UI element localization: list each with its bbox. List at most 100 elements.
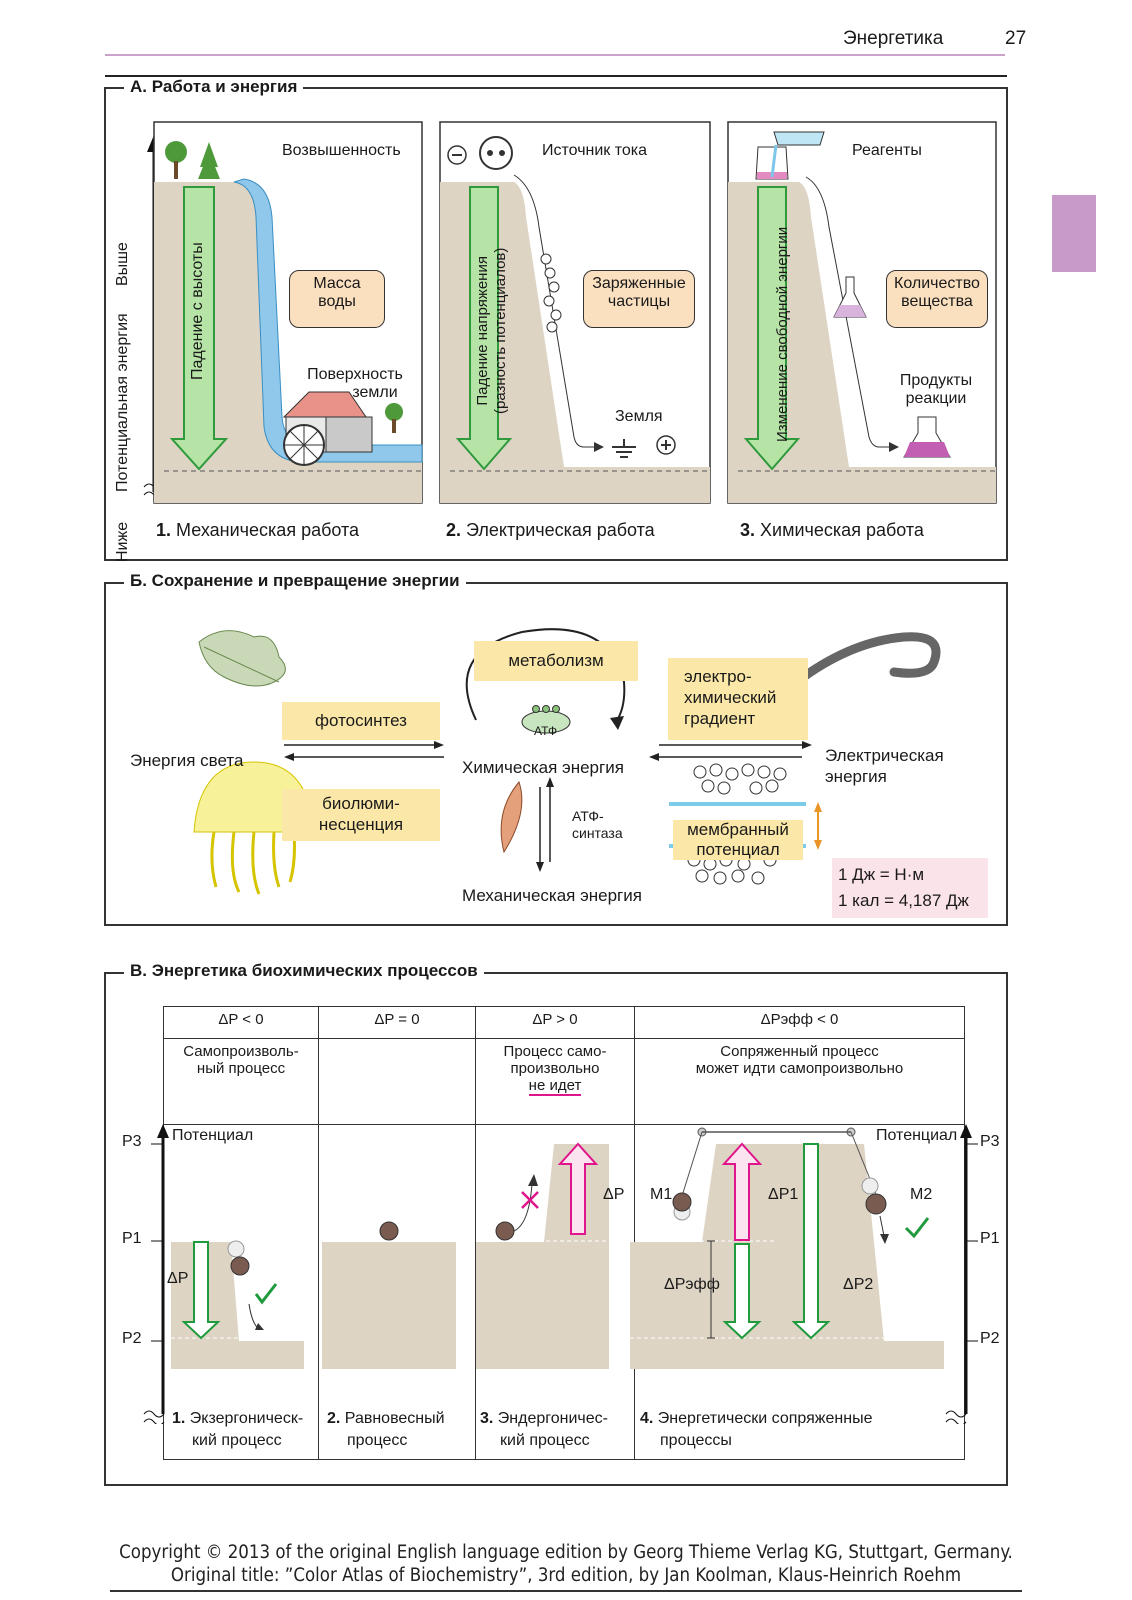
dp-label-3: ΔP (603, 1186, 625, 1203)
surface-line2: земли (352, 384, 398, 401)
waterfall (233, 178, 423, 463)
caption-mechanical-text: Механическая работа (176, 520, 360, 540)
electrical-line1: Электрическая (825, 746, 944, 765)
chapter-tab (1052, 195, 1096, 272)
ball-icon (230, 1256, 250, 1276)
section-a-title: А. Работа и энергия (124, 77, 304, 97)
pouring-beaker-icon (773, 131, 825, 146)
cap2-line2: процесс (347, 1432, 408, 1449)
endergonic-terrain (476, 1144, 609, 1369)
section-a-illustration (143, 121, 997, 504)
mass-m1-icon (672, 1192, 692, 1212)
p1-top-label: Возвышенность (282, 142, 401, 159)
copyright-line2: Original title: ”Color Atlas of Biochemi… (170, 1565, 962, 1586)
mass-m2-icon (865, 1193, 887, 1215)
units-line1: 1 Дж = Н·м (838, 865, 925, 884)
axis-label-lower: Ниже (114, 521, 131, 562)
ground-label: Земля (615, 408, 663, 425)
p2-label-right: P2 (980, 1330, 1000, 1347)
biolum-line1: биолюми- (322, 794, 400, 813)
chemical-energy-label: Химическая энергия (462, 758, 624, 777)
footer-rule (110, 1590, 1022, 1592)
cap4-line1: Энергетически сопряженные (657, 1410, 873, 1427)
electrochem-line3: градиент (684, 709, 756, 728)
desc3-line2: произвольно (510, 1060, 600, 1077)
dp-label: ΔP (167, 1270, 189, 1287)
products-line1: Продукты (899, 372, 973, 389)
section-rule (105, 75, 1007, 77)
light-energy-label: Энергия света (130, 751, 244, 770)
cap3-line2: кий процесс (500, 1432, 590, 1449)
caption-electrical: 2. Электрическая работа (446, 520, 655, 541)
caption-electrical-num: 2. (446, 520, 462, 540)
energy-slope (728, 182, 996, 503)
desc1-line2: ный процесс (196, 1060, 286, 1077)
atp-synthase-line2: синтаза (572, 825, 623, 841)
desc-empty (318, 1038, 476, 1125)
dp-down-arrow (181, 1241, 221, 1340)
m2-label: M2 (910, 1186, 933, 1203)
cap2-line1: Равновесный (344, 1410, 445, 1427)
charged-particles-box: Заряженные частицы (583, 270, 695, 328)
dpeff-down-arrow (722, 1243, 762, 1340)
p3-arrow-label: Изменение свободной энергии (774, 226, 791, 442)
section-c-title: В. Энергетика биохимических процессов (124, 961, 484, 981)
cap1-line2: кий процесс (192, 1432, 282, 1449)
products-label: Продукты реакции (886, 372, 986, 408)
oak-leaf-icon (198, 630, 286, 687)
p2-arrow-line2: (разность потенциалов) (492, 247, 509, 414)
header-rule (105, 54, 1005, 56)
p1-label-left: P1 (122, 1230, 142, 1247)
mill-house (325, 416, 373, 453)
voltage-arrow (455, 186, 513, 471)
surface-line1: Поверхность (307, 366, 403, 383)
cap1-line1: Экзергоническ- (189, 1410, 304, 1427)
quantity-line1: Количество (894, 275, 980, 292)
eel-icon (779, 632, 941, 697)
units-box: 1 Дж = Н·м 1 кал = 4,187 Дж (832, 858, 988, 918)
photosynthesis-box: фотосинтез (282, 702, 440, 740)
membrane-line2: потенциал (696, 840, 780, 859)
coupled-terrain (630, 1144, 944, 1369)
dp1-up-arrow (721, 1142, 763, 1241)
charge-particles (540, 253, 562, 333)
caption-coupled: 4. Энергетически сопряженные процессы (640, 1408, 872, 1452)
section-a-box (104, 87, 1008, 561)
running-header: Энергетика (843, 28, 944, 49)
dp1-label: ΔP1 (768, 1186, 799, 1203)
cross-icon (521, 1191, 539, 1209)
section-b-title: Б. Сохранение и превращение энергии (124, 571, 466, 591)
free-energy-arrow (743, 186, 801, 471)
cap3-line1: Эндергоничес- (497, 1410, 608, 1427)
desc4-line2: может идти самопроизвольно (695, 1060, 904, 1077)
checkmark-icon-2 (904, 1217, 930, 1239)
section-b-box (104, 582, 1008, 926)
electrochem-line1: электро- (684, 667, 752, 686)
header-dp-pos: ΔP > 0 (475, 1006, 635, 1039)
electrical-line2: энергия (825, 767, 887, 786)
atp-synthase-line1: АТФ- (572, 808, 604, 824)
p2-top-label: Источник тока (542, 142, 648, 159)
membrane-potential-box: мембранный потенциал (673, 820, 803, 860)
electrochem-line2: химический (684, 688, 777, 707)
p1-label-right: P1 (980, 1230, 1000, 1247)
header-dp-eff: ΔPэфф < 0 (634, 1006, 965, 1039)
right-axis-arrow-icon (960, 1124, 972, 1138)
caption-chemical: 3. Химическая работа (740, 520, 924, 541)
p3-label-right: P3 (980, 1133, 1000, 1150)
equilibrium-terrain (322, 1242, 456, 1369)
metabolism-cycle (465, 628, 626, 723)
wire (513, 174, 594, 448)
p3-label-left: P3 (122, 1133, 142, 1150)
metabolism-box: метаболизм (474, 641, 638, 681)
dp2-down-arrow (791, 1143, 831, 1340)
muscle-icon (500, 780, 523, 854)
p3-top-label: Реагенты (852, 142, 922, 159)
desc-coupled: Сопряженный процесс может идти самопроиз… (634, 1038, 965, 1125)
electrical-energy-label: Электрическая энергия (825, 745, 944, 787)
potential-label-right: Потенциал (876, 1127, 958, 1144)
charged-line1: Заряженные (592, 275, 686, 292)
caption-mechanical-num: 1. (156, 520, 172, 540)
caption-endergonic: 3. Эндергоничес- кий процесс (480, 1408, 608, 1452)
potential-label-left: Потенциал (172, 1127, 254, 1144)
